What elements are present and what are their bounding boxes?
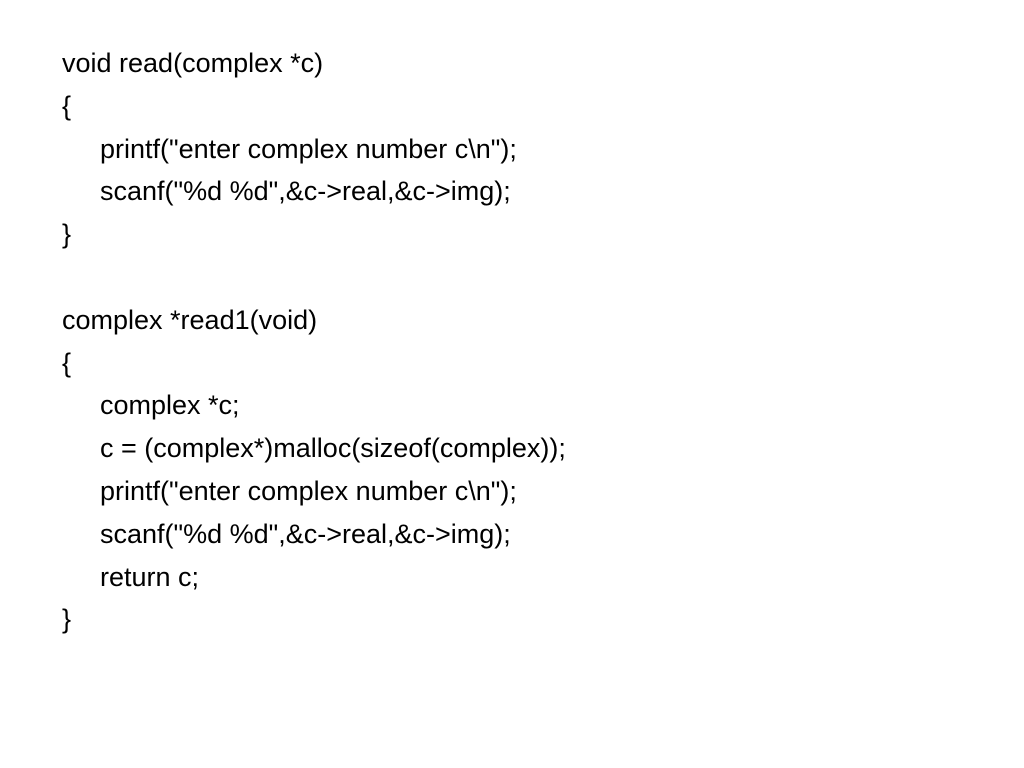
code-line-13: return c;: [100, 561, 200, 592]
code-line-9: complex *c;: [100, 390, 240, 421]
code-line-6: [62, 256, 962, 299]
code-line-3: printf("enter complex number c\n");: [100, 133, 517, 164]
code-line-10: c = (complex*)malloc(sizeof(complex));: [100, 433, 566, 464]
code-line-2: {: [62, 90, 72, 121]
code-line-8: {: [62, 347, 72, 378]
code-line-12: scanf("%d %d",&c->real,&c->img);: [100, 518, 511, 549]
code-line-14: }: [62, 604, 72, 635]
code-line-11: printf("enter complex number c\n");: [100, 475, 517, 506]
code-line-4: scanf("%d %d",&c->real,&c->img);: [100, 176, 511, 207]
code-line-1: void read(complex *c): [62, 48, 324, 78]
code-line-5: }: [62, 219, 72, 250]
code-line-7: complex *read1(void): [62, 304, 318, 335]
code-block: void read(complex *c) { printf("enter co…: [62, 42, 962, 641]
